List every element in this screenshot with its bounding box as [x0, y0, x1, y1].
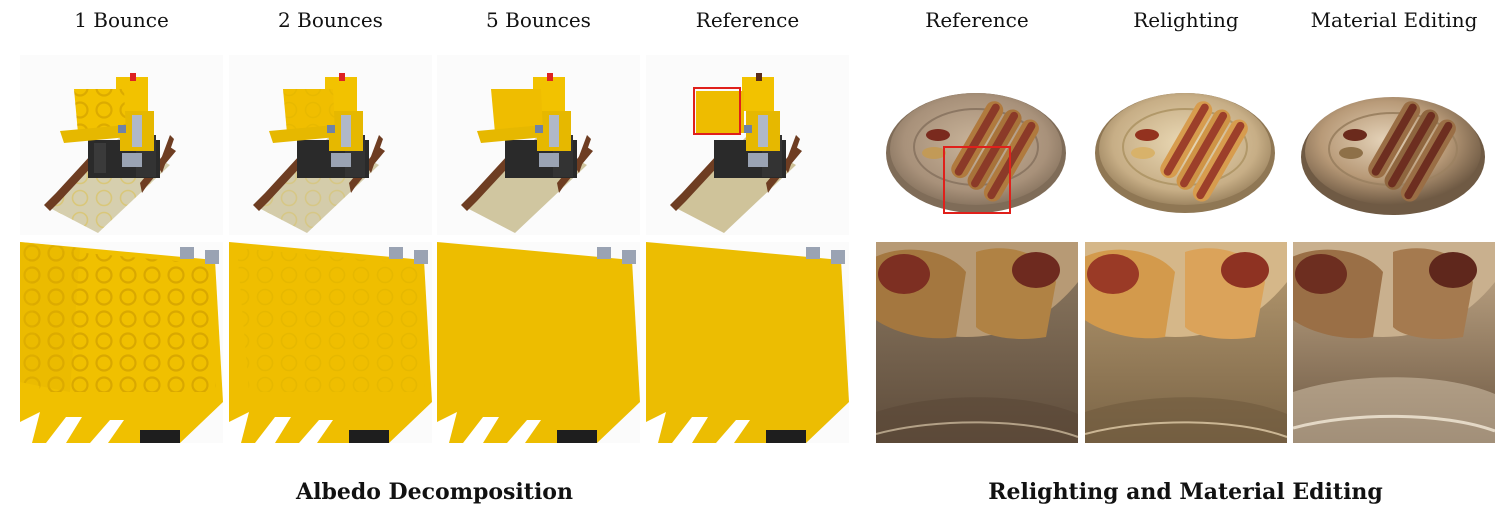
plate-crop-material-editing: [1293, 242, 1495, 443]
column-title-material-editing: Material Editing: [1310, 8, 1478, 32]
lego-crop-reference: [646, 242, 849, 443]
plate-render-material-editing: [1293, 55, 1495, 235]
column-title-reference-right: Reference: [925, 8, 1029, 32]
lego-render-reference: [646, 55, 849, 235]
lego-render-1-bounce: [20, 55, 223, 235]
highlight-box-lego: [693, 87, 741, 135]
column-title-relighting: Relighting: [1133, 8, 1239, 32]
column-title-reference-left: Reference: [695, 8, 800, 32]
column-title-1-bounce: 1 Bounce: [74, 8, 169, 32]
lego-crop-5-bounces: [437, 242, 640, 443]
plate-crop-relighting: [1085, 242, 1287, 443]
plate-render-relighting: [1085, 55, 1287, 235]
column-title-5-bounces: 5 Bounces: [486, 8, 591, 32]
group-title-relighting-material-editing: Relighting and Material Editing: [988, 479, 1383, 505]
lego-crop-2-bounces: [229, 242, 432, 443]
lego-render-5-bounces: [437, 55, 640, 235]
plate-crop-reference: [876, 242, 1078, 443]
plate-render-reference: [876, 55, 1078, 235]
group-title-albedo-decomposition: Albedo Decomposition: [296, 479, 573, 505]
lego-crop-1-bounce: [20, 242, 223, 443]
lego-render-2-bounces: [229, 55, 432, 235]
column-title-2-bounces: 2 Bounces: [278, 8, 383, 32]
highlight-box-plate: [943, 146, 1011, 214]
